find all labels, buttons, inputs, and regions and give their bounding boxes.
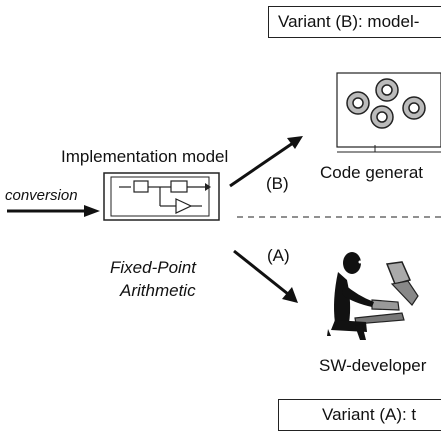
conversion-label: conversion	[5, 187, 78, 204]
variant-b-box: Variant (B): model-	[268, 6, 441, 38]
path-a-label: (A)	[267, 246, 290, 265]
variant-a-box: Variant (A): t	[278, 399, 441, 431]
variant-a-label: Variant (A): t	[322, 405, 417, 424]
arrow-b	[229, 136, 303, 188]
arrow-a	[233, 249, 298, 303]
path-b-label: (B)	[266, 174, 289, 193]
fixed-point-label-line1: Fixed-Point	[110, 258, 196, 277]
fixed-point-label-line2: Arithmetic	[120, 281, 196, 300]
implementation-model-label: Implementation model	[61, 147, 229, 166]
developer-at-computer-icon	[327, 252, 419, 340]
block-diagram-icon	[103, 172, 220, 221]
gears-icon	[336, 72, 441, 152]
sw-developer-label: SW-developer	[319, 356, 427, 375]
code-generation-label: Code generat	[320, 163, 424, 182]
conversion-arrow	[7, 205, 100, 217]
variant-b-label: Variant (B): model-	[278, 12, 420, 31]
